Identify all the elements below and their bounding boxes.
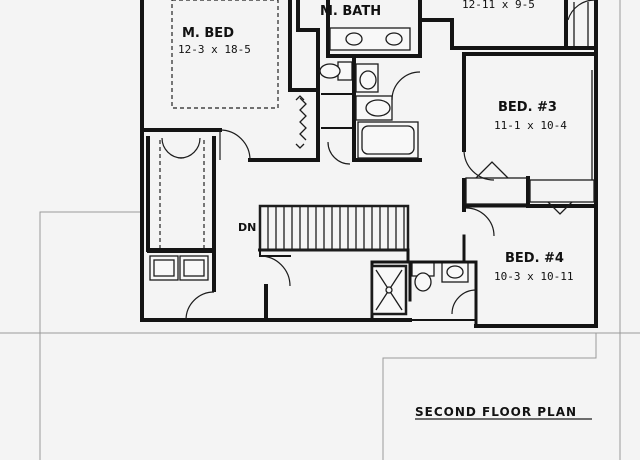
- bed4-dims: 10-3 x 10-11: [494, 270, 573, 283]
- bed3-dims: 11-1 x 10-4: [494, 119, 567, 132]
- master-bed-room: [140, 0, 320, 162]
- master-bed-dims: 12-3 x 18-5: [178, 43, 251, 56]
- bed3-room: [462, 52, 598, 215]
- master-bed-name: M. BED: [182, 26, 234, 41]
- top-right-room-dims: 12-11 x 9-5: [462, 0, 535, 11]
- bed4-name: BED. #4: [505, 251, 564, 266]
- linen-closet: [146, 136, 216, 252]
- bed3-name: BED. #3: [498, 100, 557, 115]
- master-bath-name: M. BATH: [320, 4, 381, 19]
- laundry-area: [147, 248, 216, 321]
- arrow-marks: [295, 95, 307, 149]
- top-right-room: [418, 0, 598, 50]
- master-bath: [296, 0, 422, 165]
- stair-down-label: DN: [238, 221, 256, 234]
- hall-bath: [370, 207, 495, 328]
- plan-title: SECOND FLOOR PLAN: [415, 405, 577, 419]
- exterior-walls: [140, 0, 598, 328]
- room-labels: M. BED 12-3 x 18-5 M. BATH 12-11 x 9-5 B…: [178, 0, 592, 420]
